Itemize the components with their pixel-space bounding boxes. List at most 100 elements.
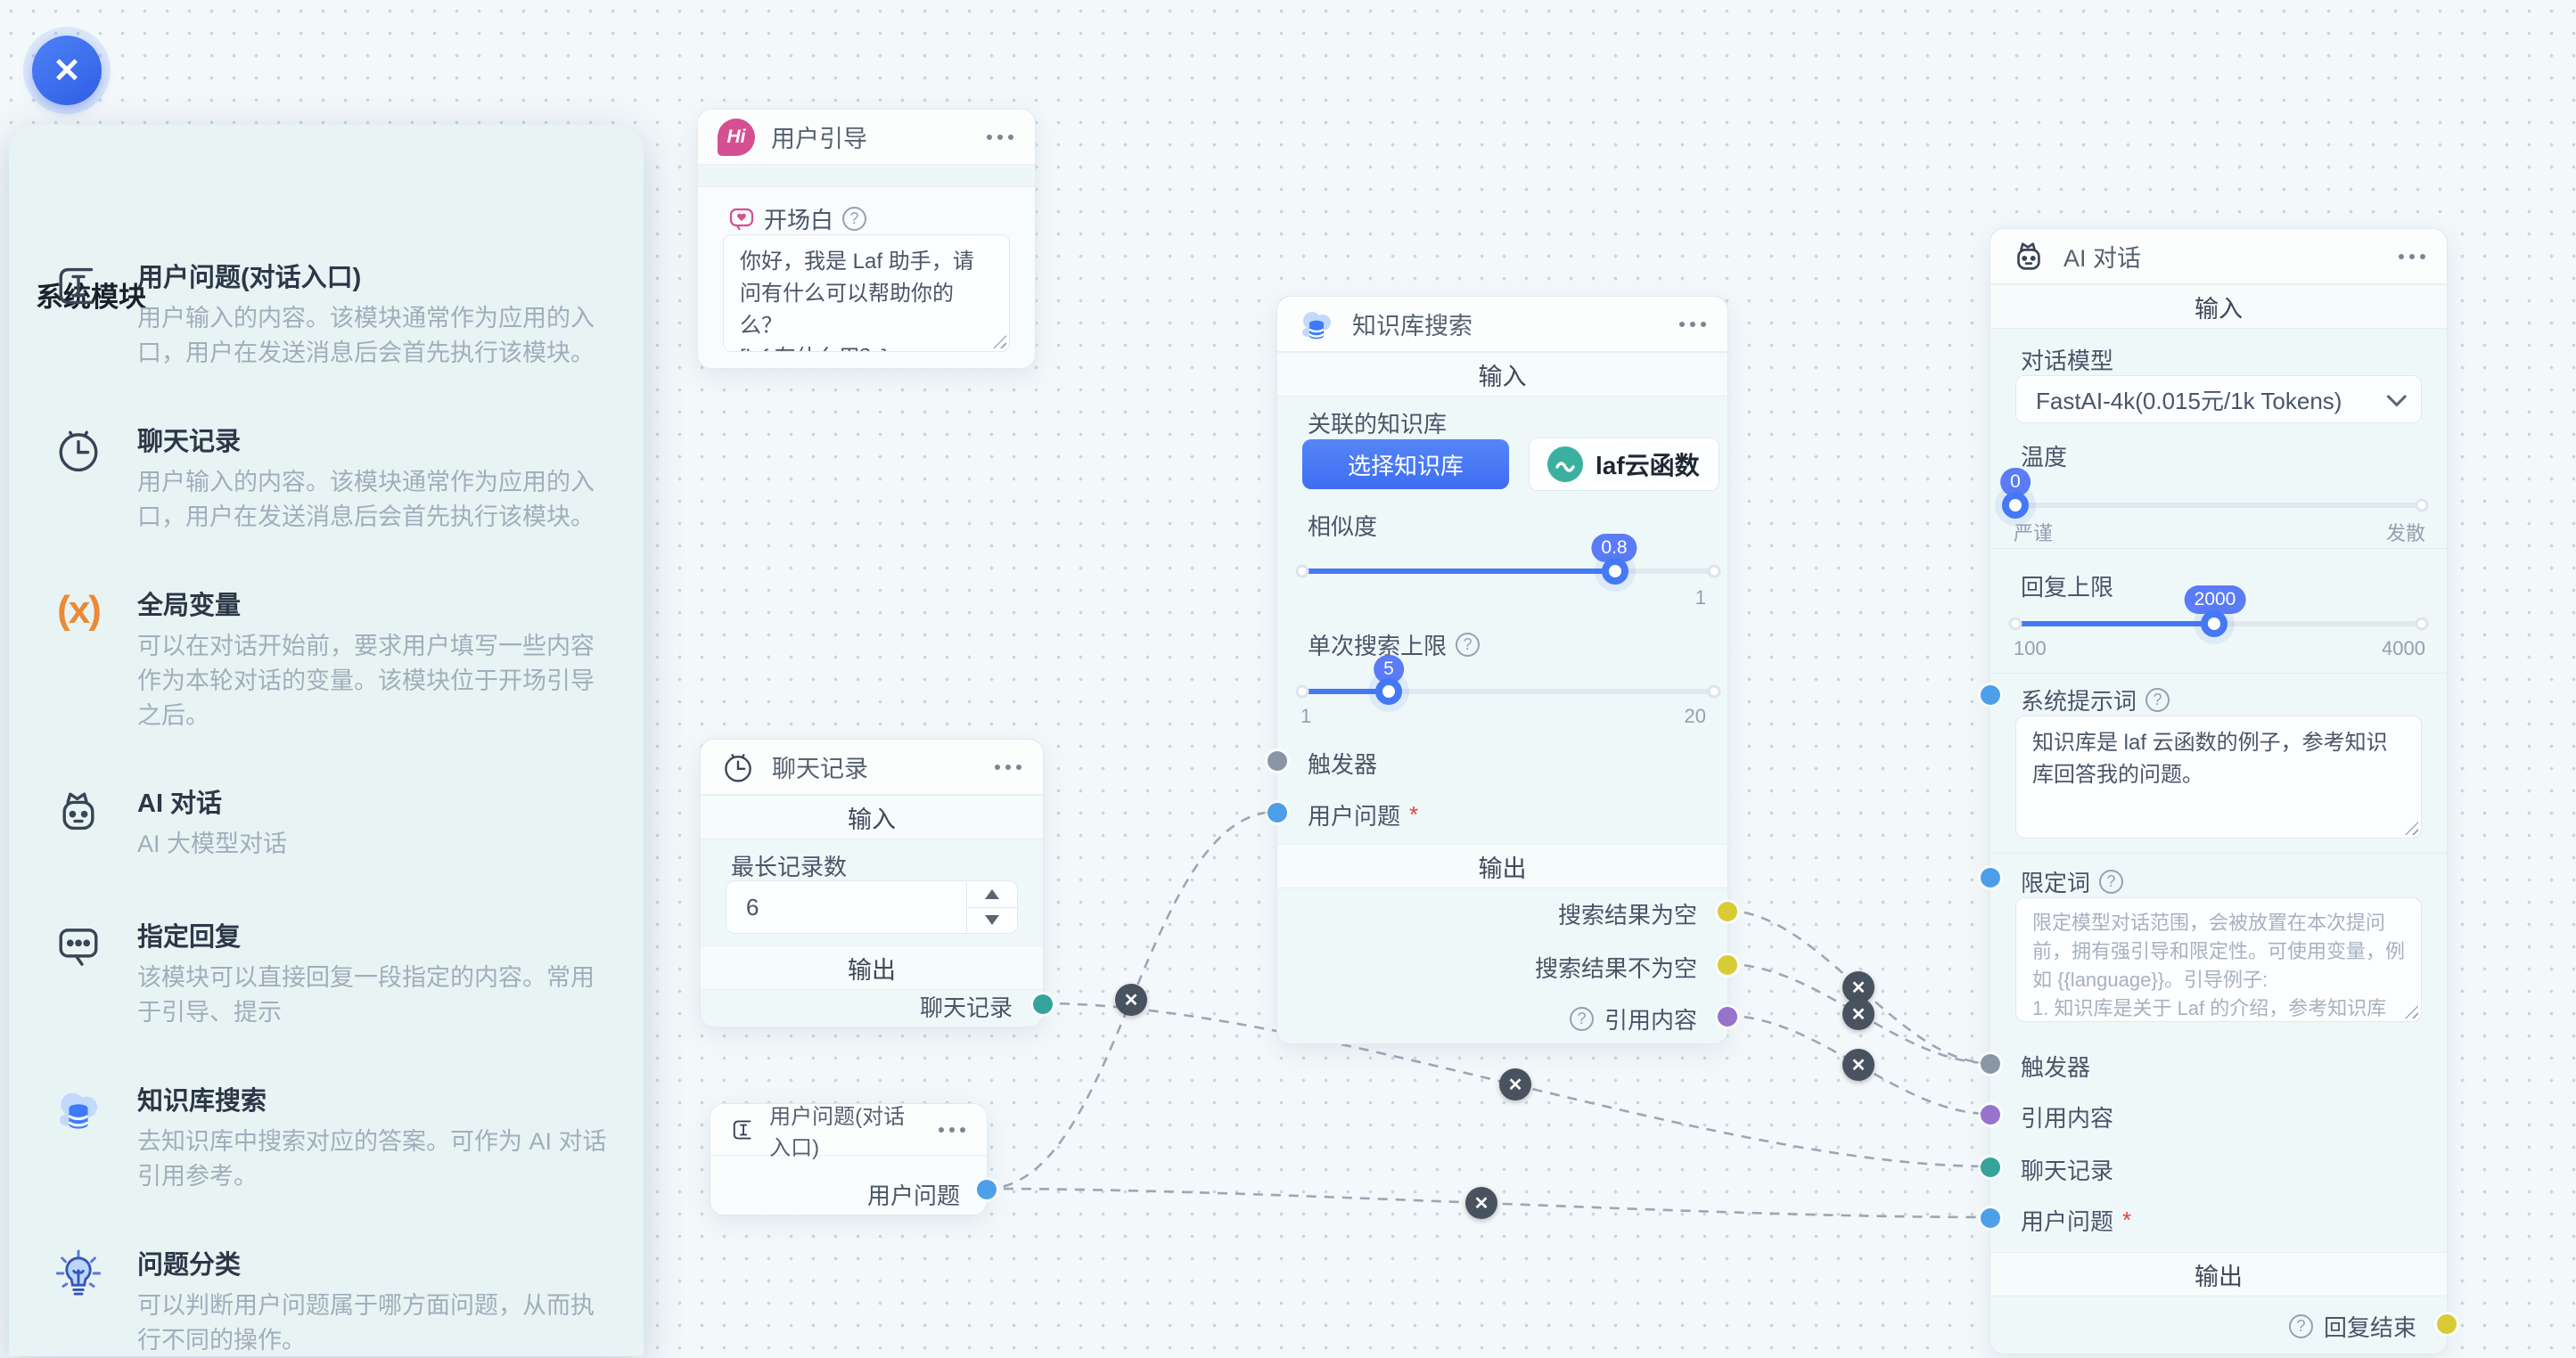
- input-port-trigger[interactable]: [1267, 751, 1287, 771]
- node-header[interactable]: AI 对话: [1990, 229, 2447, 284]
- sidebar-item-desc: 去知识库中搜索对应的答案。可作为 AI 对话引用参考。: [137, 1128, 607, 1190]
- similarity-max-label: 1: [1694, 586, 1706, 609]
- output-port-history[interactable]: [1033, 994, 1053, 1014]
- delete-connection-button[interactable]: ✕: [1499, 1068, 1531, 1100]
- search-limit-max-label: 20: [1684, 705, 1706, 727]
- input-port-question[interactable]: [1981, 1208, 2000, 1228]
- node-user-guide[interactable]: Hi 用户引导 开场白 ? 你好，我是 Laf 助手，请问有什么可以帮助你的么？…: [697, 109, 1036, 369]
- number-stepper[interactable]: [966, 881, 1017, 933]
- node-chat-history[interactable]: 聊天记录 输入 最长记录数 6 输出 聊天记录: [700, 739, 1053, 1027]
- sidebar-item-chat-history[interactable]: 聊天记录 用户输入的内容。该模块通常作为应用的入口，用户在发送消息后会首先执行该…: [46, 421, 617, 535]
- node-kb-search[interactable]: 知识库搜索 输入 关联的知识库 选择知识库 laf云函数 相似度 0.8 1 单…: [1267, 296, 1737, 1044]
- similarity-slider[interactable]: [1295, 558, 1721, 585]
- output-empty-label: 搜索结果为空: [1557, 902, 1697, 929]
- input-quote-label: 引用内容: [2021, 1105, 2114, 1132]
- sidebar-item-question-classify[interactable]: 问题分类 可以判断用户问题属于哪方面问题，从而执行不同的操作。: [46, 1244, 617, 1358]
- help-icon[interactable]: ?: [1569, 1007, 1594, 1031]
- sidebar-item-ai-chat[interactable]: AI 对话 AI 大模型对话: [46, 782, 617, 862]
- kb-chip[interactable]: laf云函数: [1529, 438, 1719, 491]
- sidebar-item-title: 知识库搜索: [137, 1087, 267, 1116]
- delete-connection-button[interactable]: ✕: [1842, 1049, 1875, 1081]
- delete-connection-button[interactable]: ✕: [1842, 971, 1875, 1003]
- output-band: 输出: [1990, 1252, 2447, 1297]
- max-records-input[interactable]: 6: [726, 880, 1018, 934]
- node-ai-chat[interactable]: AI 对话 输入 对话模型 FastAI-4k(0.015元/1k Tokens…: [1981, 228, 2457, 1354]
- sidebar-title: 系统模块: [36, 282, 146, 313]
- node-subheader-strip: [698, 165, 1035, 187]
- node-header[interactable]: 知识库搜索: [1277, 297, 1727, 352]
- sidebar-item-user-question[interactable]: 用户问题(对话入口) 用户输入的内容。该模块通常作为应用的入口，用户在发送消息后…: [46, 257, 617, 371]
- system-prompt-textarea[interactable]: 知识库是 laf 云函数的例子，参考知识库回答我的问题。: [2015, 716, 2422, 839]
- input-port-limit-words[interactable]: [1981, 868, 2000, 888]
- output-port-finish[interactable]: [2437, 1314, 2457, 1334]
- input-port-question[interactable]: [1267, 803, 1287, 822]
- node-menu-button[interactable]: [985, 126, 1015, 149]
- sidebar-item-desc: 用户输入的内容。该模块通常作为应用的入口，用户在发送消息后会首先执行该模块。: [137, 469, 595, 530]
- delete-connection-button[interactable]: ✕: [1115, 984, 1147, 1016]
- search-limit-min-label: 1: [1300, 705, 1312, 727]
- sidebar-item-title: 用户问题(对话入口): [137, 264, 362, 292]
- node-title: AI 对话: [2063, 245, 2142, 272]
- node-user-question[interactable]: 用户问题(对话入口) 用户问题: [710, 1103, 997, 1215]
- text-cursor-icon: [46, 257, 111, 371]
- stepper-up-icon[interactable]: [967, 881, 1017, 908]
- output-port-empty[interactable]: [1718, 902, 1737, 921]
- clock-icon: [725, 753, 751, 782]
- temperature-min-label: 严谨: [2014, 522, 2054, 544]
- similarity-label: 相似度: [1308, 513, 1378, 540]
- input-port-system-prompt[interactable]: [1981, 685, 2000, 705]
- output-question-label: 用户问题: [866, 1182, 960, 1209]
- help-icon[interactable]: ?: [2145, 688, 2170, 712]
- reply-limit-slider[interactable]: [2008, 610, 2429, 637]
- laf-logo-icon: [1547, 446, 1583, 482]
- sidebar-item-fixed-reply[interactable]: 指定回复 该模块可以直接回复一段指定的内容。常用于引导、提示: [46, 916, 617, 1030]
- output-quote-label: ?引用内容: [1569, 1002, 1697, 1035]
- help-icon[interactable]: ?: [2288, 1314, 2313, 1338]
- model-select-value: FastAI-4k(0.015元/1k Tokens): [2036, 387, 2342, 414]
- sidebar-item-global-variable[interactable]: (x) 全局变量 可以在对话开始前，要求用户填写一些内容作为本轮对话的变量。该模…: [46, 585, 617, 733]
- node-menu-button[interactable]: [937, 1118, 967, 1141]
- stepper-down-icon[interactable]: [967, 908, 1017, 934]
- search-limit-slider[interactable]: [1295, 678, 1721, 705]
- node-header[interactable]: Hi 用户引导: [698, 110, 1035, 165]
- node-menu-button[interactable]: [1678, 313, 1708, 336]
- help-icon[interactable]: ?: [1456, 633, 1481, 657]
- help-icon[interactable]: ?: [842, 207, 867, 231]
- close-panel-button[interactable]: ✕: [32, 36, 102, 105]
- select-kb-button[interactable]: 选择知识库: [1302, 439, 1509, 489]
- help-icon[interactable]: ?: [2099, 870, 2124, 894]
- kb-search-icon: [46, 1080, 111, 1194]
- output-port-not-empty[interactable]: [1718, 955, 1737, 975]
- node-title: 聊天记录: [772, 756, 868, 782]
- kb-search-icon: [1302, 311, 1331, 339]
- node-header[interactable]: 用户问题(对话入口): [710, 1104, 987, 1160]
- input-question-label: 用户问题*: [1308, 801, 1419, 830]
- search-limit-label: 单次搜索上限?: [1308, 628, 1481, 661]
- input-port-history[interactable]: [1981, 1158, 2000, 1177]
- node-menu-button[interactable]: [2397, 245, 2427, 268]
- input-trigger-label: 触发器: [1308, 751, 1378, 778]
- limit-words-label: 限定词?: [2021, 865, 2124, 898]
- temperature-label: 温度: [2021, 444, 2068, 470]
- delete-connection-button[interactable]: ✕: [1465, 1187, 1497, 1219]
- node-title: 用户引导: [771, 126, 867, 152]
- model-select[interactable]: FastAI-4k(0.015元/1k Tokens): [2015, 375, 2422, 423]
- module-sidebar: 系统模块 用户问题(对话入口) 用户输入的内容。该模块通常作为应用的入口，用户在…: [9, 125, 644, 1356]
- sidebar-item-title: AI 对话: [137, 789, 223, 818]
- reply-limit-label: 回复上限: [2021, 574, 2114, 601]
- model-label: 对话模型: [2021, 348, 2114, 374]
- node-header[interactable]: 聊天记录: [701, 740, 1043, 795]
- output-port-quote[interactable]: [1718, 1007, 1737, 1027]
- input-port-quote[interactable]: [1981, 1105, 2000, 1125]
- limit-words-textarea[interactable]: [2015, 897, 2422, 1022]
- node-menu-button[interactable]: [993, 756, 1023, 779]
- chat-bubble-icon: [46, 916, 111, 1030]
- welcome-textarea[interactable]: 你好，我是 Laf 助手，请问有什么可以帮助你的么？ [laf 有什么用？] […: [723, 234, 1010, 352]
- delete-connection-button[interactable]: ✕: [1842, 998, 1875, 1030]
- output-band: 输出: [1277, 844, 1727, 888]
- temperature-slider[interactable]: [2002, 492, 2429, 519]
- input-port-trigger[interactable]: [1981, 1054, 2000, 1074]
- sidebar-item-kb-search[interactable]: 知识库搜索 去知识库中搜索对应的答案。可作为 AI 对话引用参考。: [46, 1080, 617, 1194]
- output-port-question[interactable]: [977, 1180, 997, 1199]
